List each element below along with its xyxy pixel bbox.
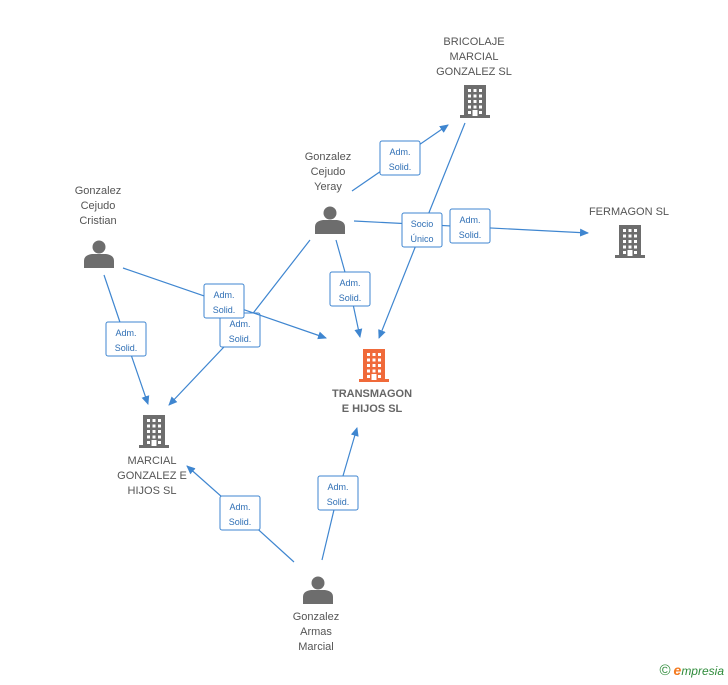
edge-label-text: Solid. bbox=[389, 162, 412, 172]
node-label: Gonzalez bbox=[293, 611, 339, 623]
node-label: FERMAGON SL bbox=[589, 206, 669, 218]
node-label: E HIJOS SL bbox=[342, 403, 403, 415]
building-icon bbox=[139, 415, 169, 448]
edge-label-box[interactable] bbox=[219, 495, 261, 531]
node-transmagon[interactable]: TRANSMAGON E HIJOS SL bbox=[332, 349, 412, 415]
edge-label-box[interactable] bbox=[379, 140, 421, 176]
edge-yeray-to-fermagon: Adm. Solid. bbox=[353, 208, 589, 244]
edge-label-text: Adm. bbox=[327, 482, 348, 492]
edge-label-box[interactable] bbox=[449, 208, 491, 244]
edge-label-text: Solid. bbox=[327, 497, 350, 507]
edge-label-text: Adm. bbox=[213, 290, 234, 300]
nodes-layer: BRICOLAJE MARCIAL GONZALEZ SL FERMAGON SL TR… bbox=[75, 36, 669, 653]
edge-label-text: Adm. bbox=[339, 278, 360, 288]
node-label: Marcial bbox=[298, 641, 333, 653]
edge-label-text: Adm. bbox=[229, 319, 250, 329]
node-label: MARCIAL bbox=[450, 51, 499, 63]
node-label: GONZALEZ E bbox=[117, 470, 187, 482]
edge-label-text: Solid. bbox=[229, 334, 252, 344]
edge-label-text: Solid. bbox=[229, 517, 252, 527]
person-icon bbox=[303, 576, 333, 604]
node-label: GONZALEZ SL bbox=[436, 66, 512, 78]
building-icon bbox=[359, 349, 389, 382]
copyright-symbol: © bbox=[659, 662, 671, 679]
edge-armas-to-marcial_hijos: Adm. Solid. bbox=[186, 465, 295, 563]
edge-cristian-to-marcial_hijos: Adm. Solid. bbox=[103, 274, 150, 405]
node-bricolaje[interactable]: BRICOLAJE MARCIAL GONZALEZ SL bbox=[436, 36, 512, 118]
edge-label-box[interactable] bbox=[329, 271, 371, 307]
edge-label-box[interactable] bbox=[105, 321, 147, 357]
node-label: Yeray bbox=[314, 181, 342, 193]
edge-cristian-to-transmagon: Adm. Solid. bbox=[122, 267, 327, 340]
node-label: Cejudo bbox=[81, 200, 116, 212]
edge-label-text: Adm. bbox=[389, 147, 410, 157]
edge-label-text: Solid. bbox=[339, 293, 362, 303]
edge-label-box[interactable] bbox=[317, 475, 359, 511]
building-icon bbox=[460, 85, 490, 118]
node-fermagon[interactable]: FERMAGON SL bbox=[589, 206, 669, 258]
edge-label-text: Solid. bbox=[213, 305, 236, 315]
edge-label-text: Adm. bbox=[459, 215, 480, 225]
node-label: MARCIAL bbox=[128, 455, 177, 467]
edge-yeray-to-bricolaje: Adm. Solid. bbox=[351, 124, 449, 192]
node-label: BRICOLAJE bbox=[443, 36, 504, 48]
edge-label-text: Adm. bbox=[229, 502, 250, 512]
brand-name: mpresia bbox=[681, 664, 724, 678]
node-label: Armas bbox=[300, 626, 332, 638]
node-label: Cejudo bbox=[311, 166, 346, 178]
node-label: Gonzalez bbox=[75, 185, 121, 197]
node-label: Cristian bbox=[79, 215, 116, 227]
edge-armas-to-transmagon: Adm. Solid. bbox=[317, 427, 359, 561]
edge-label-box[interactable] bbox=[401, 212, 443, 248]
edge-yeray-to-transmagon: Adm. Solid. bbox=[329, 239, 371, 338]
node-label: Gonzalez bbox=[305, 151, 351, 163]
brand-logo: empresia bbox=[673, 662, 724, 678]
edge-label-box[interactable] bbox=[203, 283, 245, 319]
edge-label-text: Único bbox=[410, 234, 433, 244]
edge-label-text: Solid. bbox=[115, 343, 138, 353]
node-label: TRANSMAGON bbox=[332, 388, 412, 400]
edge-label-text: Adm. bbox=[115, 328, 136, 338]
footer-brand: ©empresia bbox=[659, 662, 724, 679]
person-icon bbox=[315, 206, 345, 234]
building-icon bbox=[615, 225, 645, 258]
edge-label-text: Socio bbox=[411, 219, 434, 229]
edge-label-text: Solid. bbox=[459, 230, 482, 240]
node-label: HIJOS SL bbox=[128, 485, 177, 497]
node-marcial-hijos[interactable]: MARCIAL GONZALEZ E HIJOS SL bbox=[117, 415, 187, 497]
edges-layer: Adm.Solid.Adm.Solid.SocioÚnicoAdm.Solid.… bbox=[103, 122, 589, 563]
brand-initial: e bbox=[673, 662, 682, 678]
person-icon bbox=[84, 240, 114, 268]
edge-yeray-to-marcial_hijos: Adm. Solid. bbox=[168, 239, 311, 406]
